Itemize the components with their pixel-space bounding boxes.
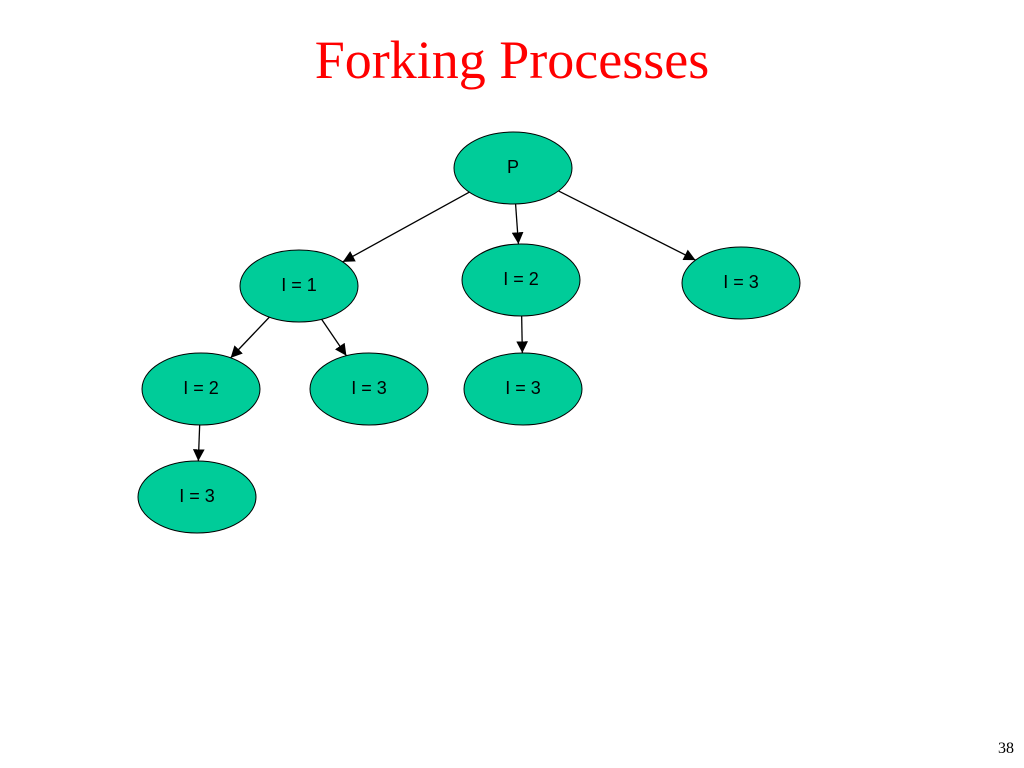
- node-shape: [239, 249, 359, 323]
- node-p: P: [453, 131, 573, 205]
- node-a2: I = 2: [461, 243, 581, 317]
- node-shape: [137, 460, 257, 534]
- edge-p-to-a1: [342, 191, 470, 263]
- page-number: 38: [998, 740, 1014, 757]
- edge-a2-to-c3: [516, 315, 528, 354]
- edge-a1-to-b3: [321, 318, 347, 357]
- node-label: I = 2: [183, 378, 219, 398]
- node-label: I = 3: [351, 378, 387, 398]
- nodes-layer: P I = 1 I = 2 I = 3 I = 2 I = 3 I = 3 I = 3: [137, 131, 801, 534]
- node-d3: I = 3: [137, 460, 257, 534]
- node-c3: I = 3: [463, 352, 583, 426]
- edge-a1-to-b2: [230, 316, 270, 359]
- slide-title: Forking Processes: [314, 30, 710, 90]
- node-shape: [681, 246, 801, 320]
- edges-layer: [192, 190, 696, 462]
- node-shape: [453, 131, 573, 205]
- node-label: I = 3: [179, 486, 215, 506]
- node-shape: [463, 352, 583, 426]
- node-a3: I = 3: [681, 246, 801, 320]
- node-label: I = 1: [281, 275, 317, 295]
- node-b3: I = 3: [309, 352, 429, 426]
- node-a1: I = 1: [239, 249, 359, 323]
- node-label: I = 2: [503, 269, 539, 289]
- node-b2: I = 2: [141, 352, 261, 426]
- node-shape: [309, 352, 429, 426]
- node-label: I = 3: [723, 272, 759, 292]
- node-label: P: [507, 157, 519, 177]
- node-shape: [461, 243, 581, 317]
- node-label: I = 3: [505, 378, 541, 398]
- edge-p-to-a3: [558, 190, 696, 261]
- edge-b2-to-d3: [192, 424, 205, 462]
- node-shape: [141, 352, 261, 426]
- edge-p-to-a2: [511, 203, 524, 245]
